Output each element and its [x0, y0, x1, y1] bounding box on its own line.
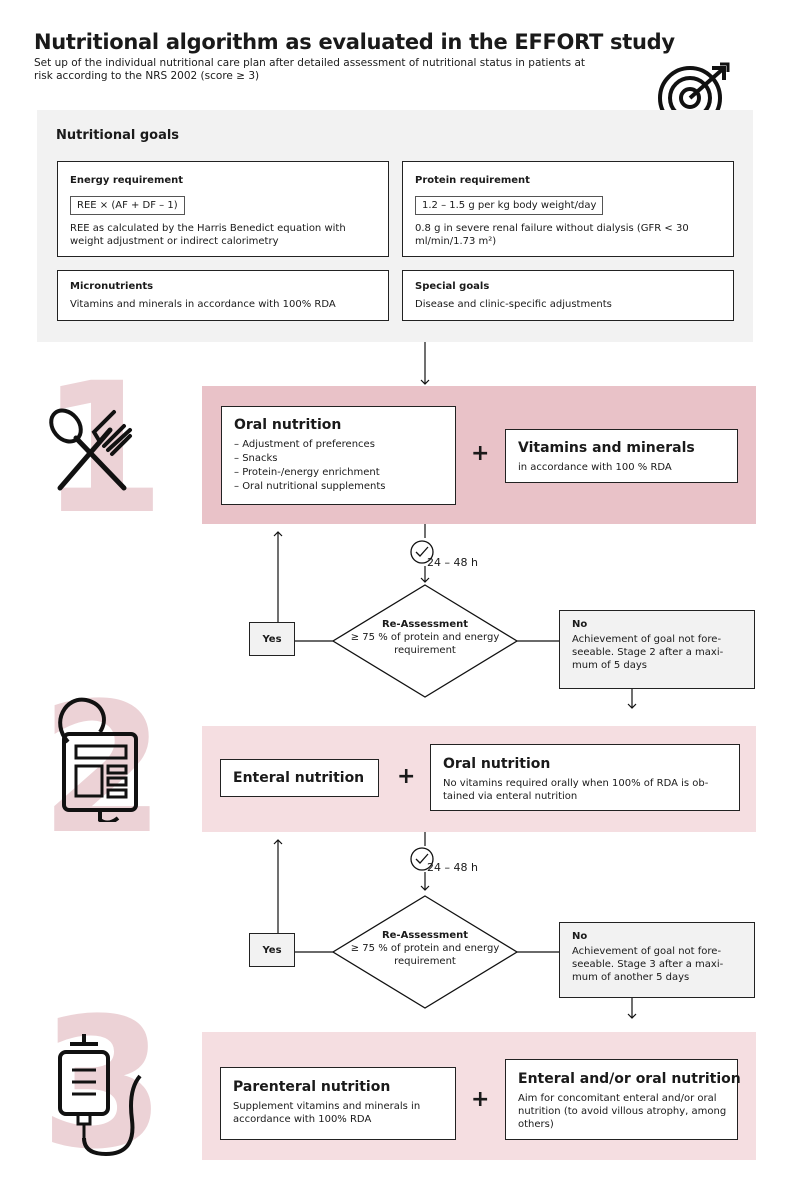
page-subtitle: Set up of the individual nutritional car…	[34, 57, 586, 82]
no-box-1: No Achievement of goal not fore-seeable.…	[559, 610, 755, 689]
enteral-oral-nutrition-box: Enteral and/or oral nutrition Aim for co…	[505, 1059, 741, 1140]
oral-nutrition-stage2-box: Oral nutrition No vitamins required oral…	[430, 744, 740, 811]
no-box-2: No Achievement of goal not fore-seeable.…	[559, 922, 755, 998]
no-box-2-text: Achievement of goal not fore-seeable. St…	[572, 946, 724, 983]
micronutrients-box: Micronutrients Vitamins and minerals in …	[57, 270, 389, 321]
list-item: Adjustment of preferences	[234, 438, 386, 452]
reassessment-2-criteria: ≥ 75 % of protein and energy requirement	[350, 943, 500, 967]
no-box-2-title: No	[572, 931, 588, 942]
protein-requirement-label: Protein requirement	[415, 175, 530, 186]
special-goals-label: Special goals	[415, 281, 490, 292]
reassessment-1-criteria: ≥ 75 % of protein and energy requirement	[350, 632, 500, 656]
enteral-nutrition-title: Enteral nutrition	[233, 770, 365, 786]
special-goals-text: Disease and clinic-specific adjustments	[415, 299, 612, 310]
feeding-pump-icon	[58, 697, 138, 822]
oral-nutrition-list: Adjustment of preferences Snacks Protein…	[234, 438, 386, 494]
micronutrients-label: Micronutrients	[70, 281, 154, 292]
reassessment-interval-2: 24 – 48 h	[427, 861, 478, 874]
list-item: Snacks	[234, 452, 386, 466]
reassessment-interval-1: 24 – 48 h	[427, 556, 478, 569]
energy-requirement-label: Energy requirement	[70, 175, 184, 186]
no-box-1-title: No	[572, 619, 588, 630]
energy-requirement-box: Energy requirement REE × (AF + DF – 1) R…	[57, 161, 389, 257]
list-item: Oral nutritional supplements	[234, 480, 385, 494]
plus-sign: +	[471, 441, 490, 466]
oral-nutrition-title: Oral nutrition	[234, 417, 342, 433]
reassessment-2-title: Re-Assessment	[381, 930, 469, 941]
decision-diamond	[331, 895, 519, 1009]
parenteral-nutrition-title: Parenteral nutrition	[233, 1079, 391, 1095]
parenteral-nutrition-text: Supplement vitamins and minerals in acco…	[233, 1101, 421, 1125]
plus-sign: +	[397, 764, 416, 789]
stage-number-1: 1	[40, 345, 166, 554]
list-item: Protein-/energy enrichment	[234, 466, 386, 480]
energy-requirement-text: REE as calculated by the Harris Benedict…	[70, 223, 346, 247]
enteral-nutrition-box: Enteral nutrition	[220, 759, 379, 797]
spoon-fork-icon	[49, 408, 132, 491]
energy-formula: REE × (AF + DF – 1)	[70, 196, 185, 215]
vitamins-minerals-title: Vitamins and minerals	[518, 440, 695, 456]
protein-requirement-text: 0.8 g in severe renal failure without di…	[415, 223, 689, 247]
oral-nutrition-box: Oral nutrition Adjustment of preferences…	[221, 406, 456, 505]
protein-requirement-box: Protein requirement 1.2 – 1.5 g per kg b…	[402, 161, 734, 257]
special-goals-box: Special goals Disease and clinic-specifi…	[402, 270, 734, 321]
micronutrients-text: Vitamins and minerals in accordance with…	[70, 299, 336, 310]
decision-diamond	[331, 584, 519, 698]
plus-sign: +	[471, 1087, 490, 1112]
protein-formula: 1.2 – 1.5 g per kg body weight/day	[415, 196, 604, 215]
reassessment-1-title: Re-Assessment	[381, 619, 469, 630]
vitamins-minerals-text: in accordance with 100 % RDA	[518, 462, 672, 473]
reassessment-2-text: Re-Assessment ≥ 75 % of protein and ener…	[343, 929, 507, 968]
vitamins-minerals-box: Vitamins and minerals in accordance with…	[505, 429, 738, 483]
yes-box-1: Yes	[249, 622, 295, 656]
parenteral-nutrition-box: Parenteral nutrition Supplement vitamins…	[220, 1067, 456, 1140]
reassessment-1-text: Re-Assessment ≥ 75 % of protein and ener…	[343, 618, 507, 657]
oral-nutrition-stage2-text: No vitamins required orally when 100% of…	[443, 778, 709, 802]
clock-check-icon	[410, 847, 434, 871]
enteral-oral-nutrition-text: Aim for concomitant enteral and/or oral …	[518, 1093, 727, 1130]
iv-bag-icon	[58, 1034, 142, 1157]
no-box-1-text: Achievement of goal not fore-seeable. St…	[572, 634, 724, 671]
enteral-oral-nutrition-title: Enteral and/or oral nutrition	[518, 1071, 741, 1087]
oral-nutrition-stage2-title: Oral nutrition	[443, 756, 551, 772]
nutritional-goals-heading: Nutritional goals	[56, 128, 180, 143]
yes-box-2: Yes	[249, 933, 295, 967]
page-title: Nutritional algorithm as evaluated in th…	[34, 30, 675, 54]
clock-check-icon	[410, 540, 434, 564]
